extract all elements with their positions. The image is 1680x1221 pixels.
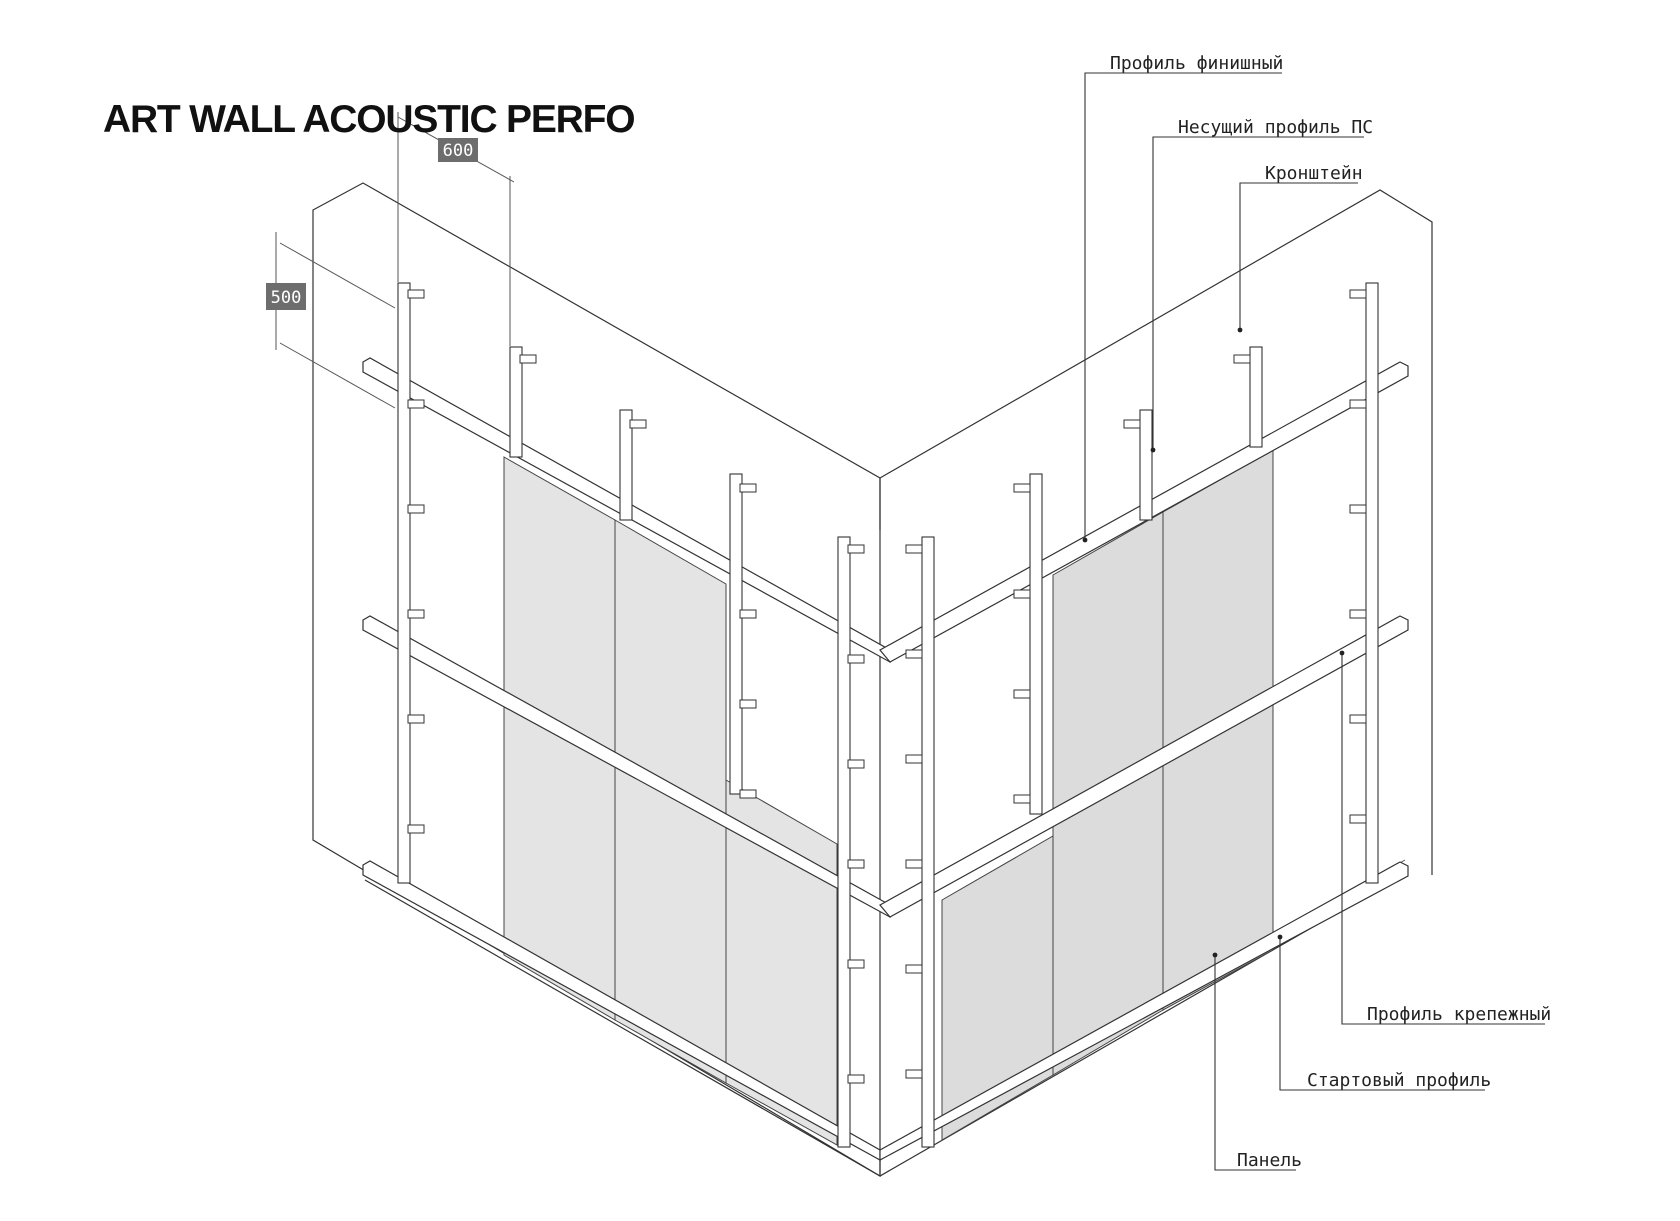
vertical-profile xyxy=(1249,346,1263,448)
leader-lines xyxy=(1084,72,1545,1171)
vertical-profile xyxy=(509,346,523,458)
callout-bracket: Кронштейн xyxy=(1265,163,1363,184)
vertical-profile xyxy=(1139,409,1153,521)
panels-left xyxy=(503,456,838,1146)
vertical-profile xyxy=(837,536,851,1148)
panel xyxy=(614,519,727,1084)
leader-dots xyxy=(1082,327,1345,958)
dimension-lines xyxy=(275,112,515,409)
vertical-profile xyxy=(1029,473,1043,815)
panel xyxy=(503,456,616,1021)
dimension-600: 600 xyxy=(438,138,478,162)
callout-finishing-profile: Профиль финишный xyxy=(1110,53,1283,74)
callout-panel: Панель xyxy=(1237,1150,1302,1171)
dimension-500: 500 xyxy=(266,283,306,310)
brackets xyxy=(407,289,1367,1084)
vertical-profile xyxy=(619,409,633,521)
vertical-profile xyxy=(729,473,743,795)
dimension-600-label: 600 xyxy=(443,141,474,161)
panel xyxy=(941,835,1054,1141)
horizontal-rails xyxy=(362,357,1409,1162)
page-title: ART WALL ACOUSTIC PERFO xyxy=(103,98,636,141)
vertical-profiles xyxy=(397,282,1379,1148)
callout-fastening-profile: Профиль крепежный xyxy=(1367,1004,1551,1025)
callout-load-bearing-profile: Несущий профиль ПС xyxy=(1178,117,1373,138)
vertical-profile xyxy=(1365,282,1379,884)
callout-starter-profile: Стартовый профиль xyxy=(1307,1070,1491,1091)
dimension-500-label: 500 xyxy=(271,288,302,308)
vertical-profile xyxy=(397,282,411,884)
vertical-profile xyxy=(921,536,935,1148)
